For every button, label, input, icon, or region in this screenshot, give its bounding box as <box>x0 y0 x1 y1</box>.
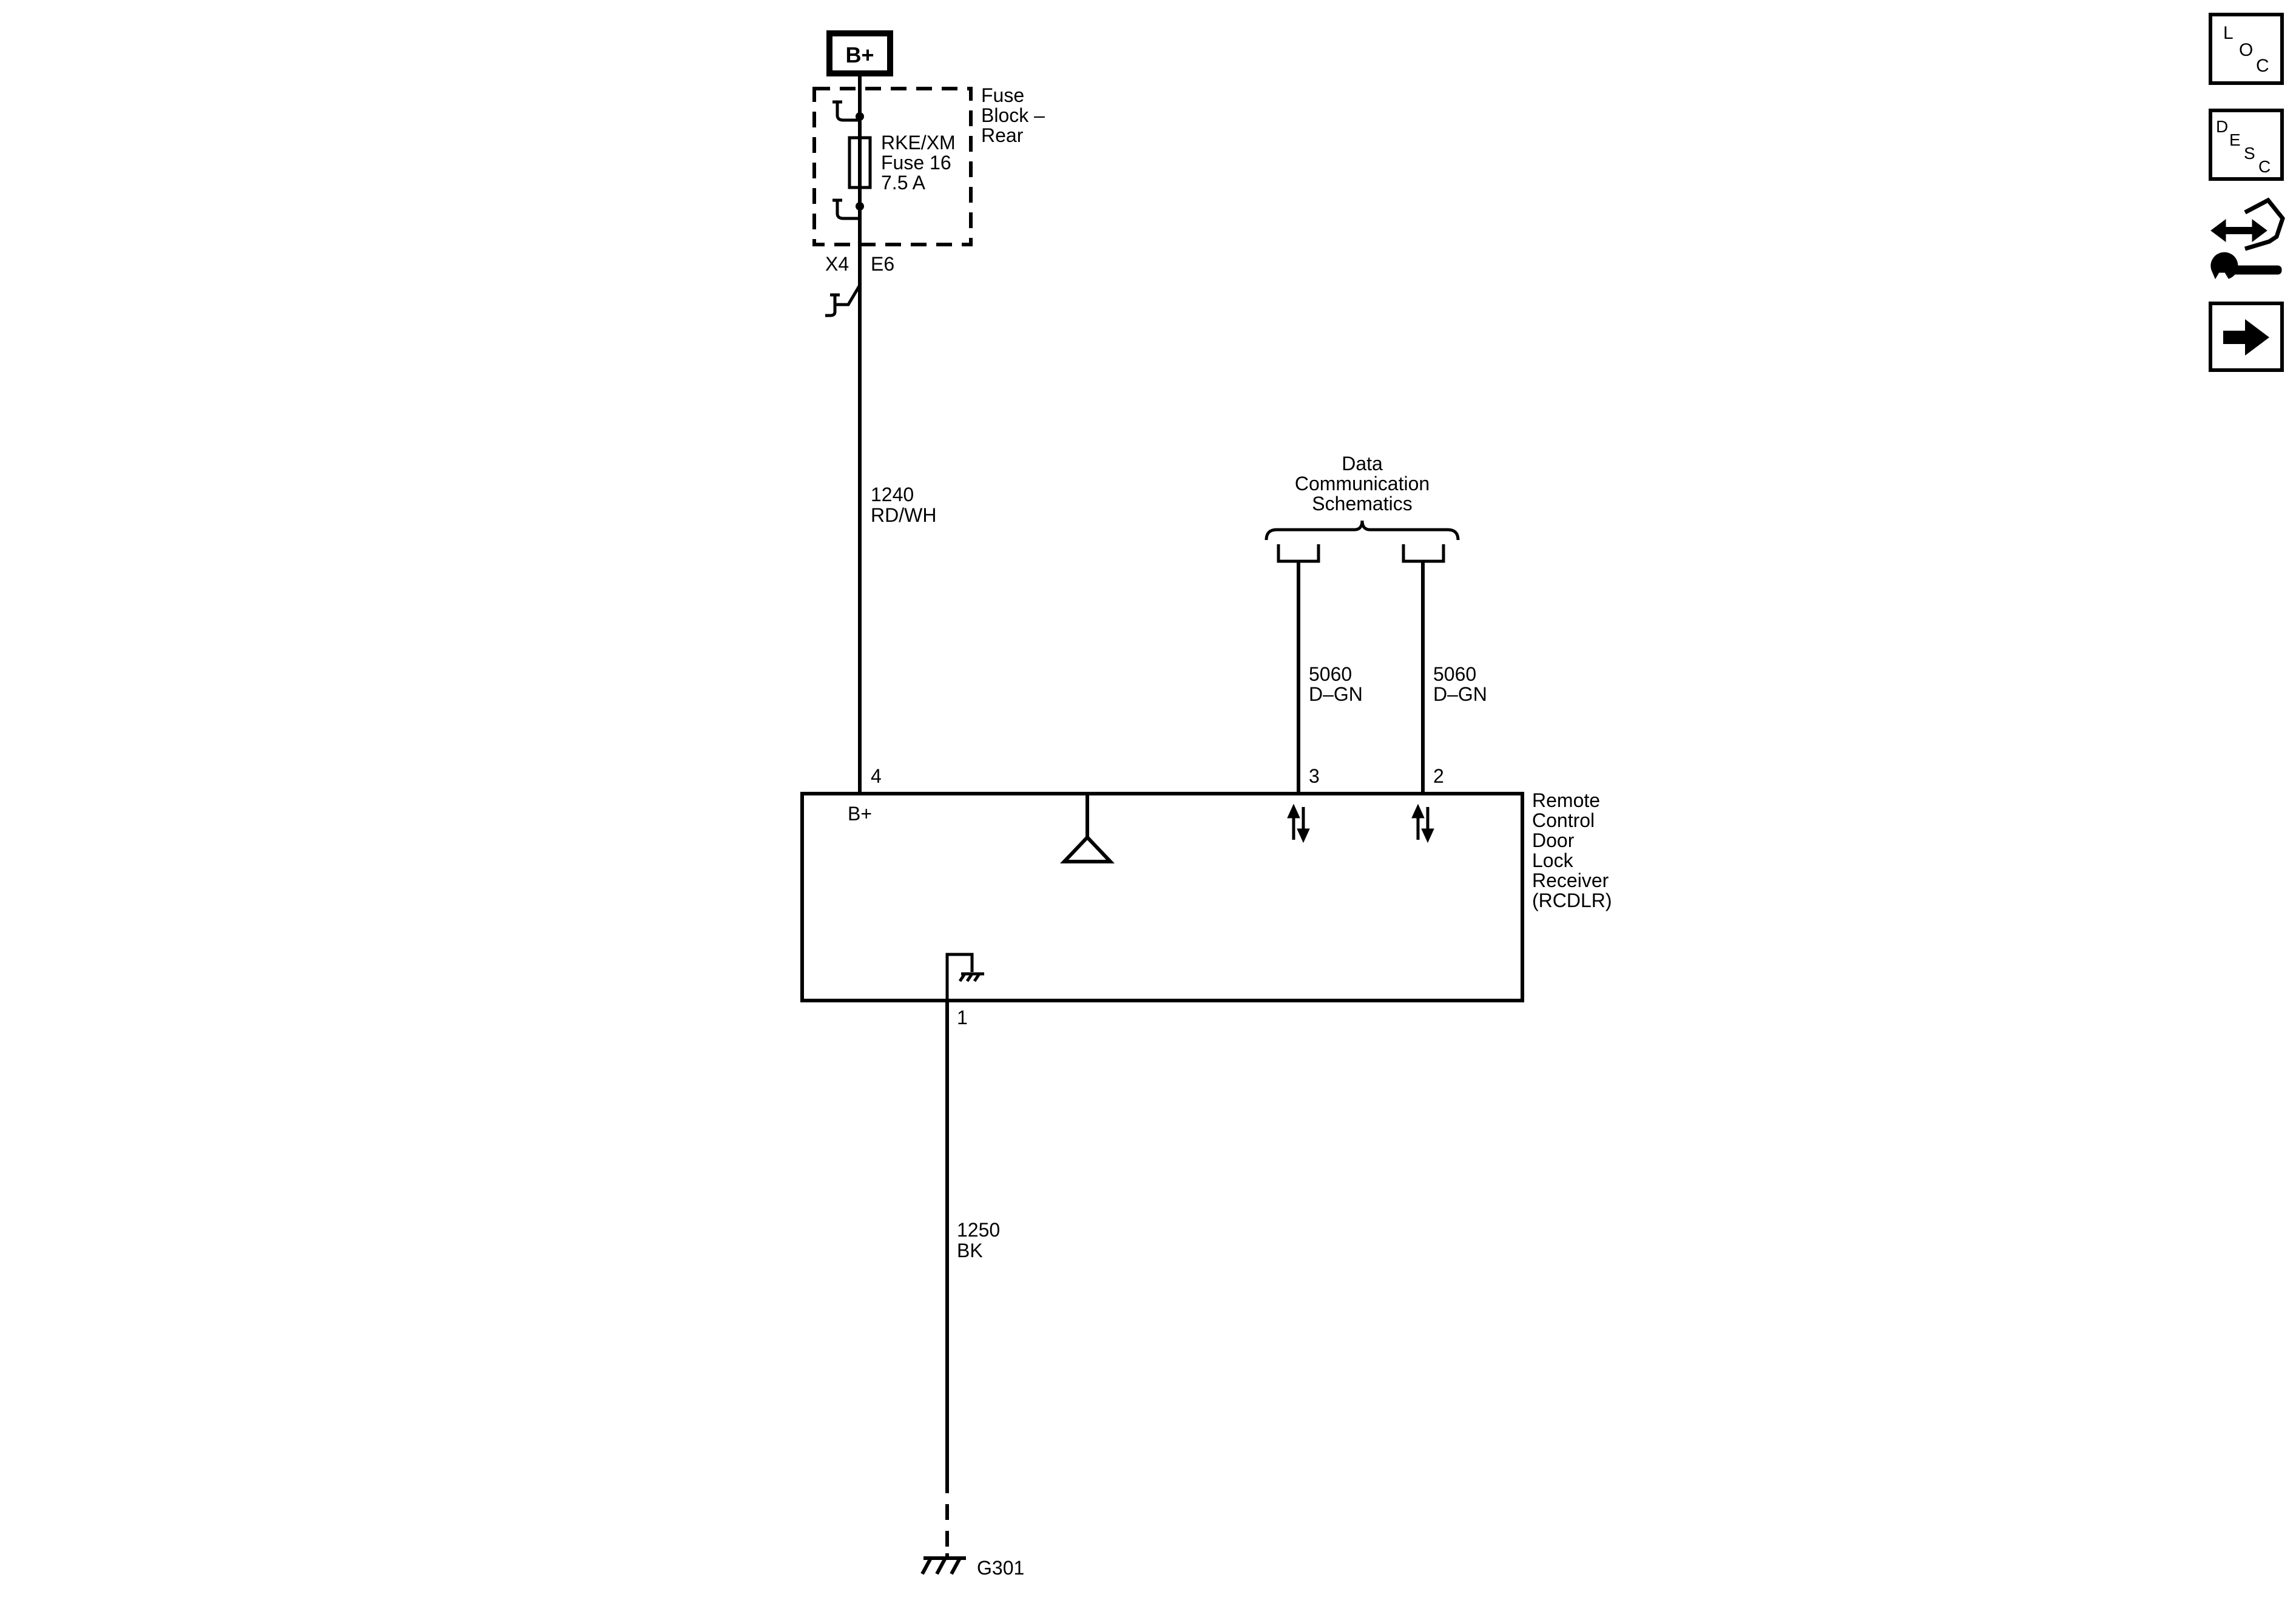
loc-icon-glyph-c: C <box>2256 56 2269 76</box>
data-comm-line-1: Data <box>1342 453 1383 474</box>
fuse-name-3: 7.5 A <box>881 172 926 194</box>
data-comm-line-3: Schematics <box>1312 493 1412 515</box>
ground-wire-label: 1250 BK <box>957 1219 1000 1261</box>
fuse-block-connector: X4 E6 <box>825 253 894 317</box>
fuse-name-1: RKE/XM <box>881 132 956 154</box>
power-source-label: B+ <box>845 42 874 67</box>
fuse-block-name-3: Rear <box>981 124 1024 146</box>
internal-bus-symbol <box>1060 794 1115 863</box>
module-bplus-label: B+ <box>848 803 872 825</box>
power-wire-label: 1240 RD/WH <box>871 484 936 526</box>
ground-point-label: G301 <box>977 1557 1024 1579</box>
module-name-6: (RCDLR) <box>1532 890 1612 911</box>
chassis-ground-icon <box>920 1553 966 1575</box>
data-comm-line-2: Communication <box>1295 473 1430 495</box>
next-button[interactable] <box>2209 302 2284 372</box>
next-arrow-icon <box>2223 319 2269 356</box>
data-wire-1-color: D–GN <box>1309 683 1363 705</box>
ground-point: G301 <box>920 1553 1024 1579</box>
module-name-3: Door <box>1532 829 1575 851</box>
bidirectional-arrow-icon <box>1411 803 1434 843</box>
data-wire-2-color: D–GN <box>1433 683 1487 705</box>
power-source: B+ <box>826 30 893 76</box>
connector-id: X4 <box>825 253 849 275</box>
rcdlr-module: 4 3 2 B+ Remo <box>800 765 1612 1002</box>
module-ground-icon <box>945 953 984 1001</box>
module-pin-ground: 1 <box>957 1007 968 1028</box>
data-wire-1-circuit: 5060 <box>1309 663 1352 685</box>
power-wire-circuit: 1240 <box>871 484 914 505</box>
desc-icon-glyph-s: S <box>2244 144 2255 163</box>
connector-wrench-button[interactable] <box>2210 197 2285 280</box>
fuse-block-name-2: Block – <box>981 104 1045 126</box>
desc-icon-glyph-d: D <box>2216 117 2228 136</box>
ground-wire-circuit: 1250 <box>957 1219 1000 1241</box>
bidirectional-arrow-icon <box>1287 803 1310 843</box>
module-pin-data-2: 2 <box>1433 765 1444 787</box>
fuse-block-name-1: Fuse <box>981 84 1024 106</box>
module-name-1: Remote <box>1532 789 1600 811</box>
data-communication-reference[interactable]: Data Communication Schematics <box>1264 453 1460 541</box>
data-wire-2-circuit: 5060 <box>1433 663 1476 685</box>
loc-icon-glyph-l: L <box>2223 23 2234 43</box>
ground-wire-color: BK <box>957 1240 983 1261</box>
data-wire-1-label: 5060 D–GN <box>1309 663 1363 705</box>
data-wire-2-label: 5060 D–GN <box>1433 663 1487 705</box>
loc-icon-glyph-o: O <box>2239 40 2253 60</box>
power-wire-color: RD/WH <box>871 504 936 526</box>
desc-icon-glyph-c: C <box>2258 157 2271 176</box>
fuse-name-2: Fuse 16 <box>881 152 951 174</box>
fuse-block: Fuse Block – Rear RKE/XM Fuse 16 7.5 A <box>812 84 1045 246</box>
data-wire-1 <box>1277 544 1320 794</box>
module-name-5: Receiver <box>1532 869 1609 891</box>
module-name-2: Control <box>1532 809 1595 831</box>
connector-wrench-icon <box>2210 197 2285 280</box>
module-name-4: Lock <box>1532 849 1574 871</box>
module-pin-data-1: 3 <box>1309 765 1320 787</box>
loc-button[interactable]: L O C <box>2209 13 2284 85</box>
desc-button[interactable]: D E S C <box>2209 109 2284 181</box>
desc-icon-glyph-e: E <box>2229 130 2241 149</box>
data-wire-2 <box>1402 544 1445 794</box>
module-pin-power: 4 <box>871 765 882 787</box>
connector-pin: E6 <box>871 253 894 275</box>
